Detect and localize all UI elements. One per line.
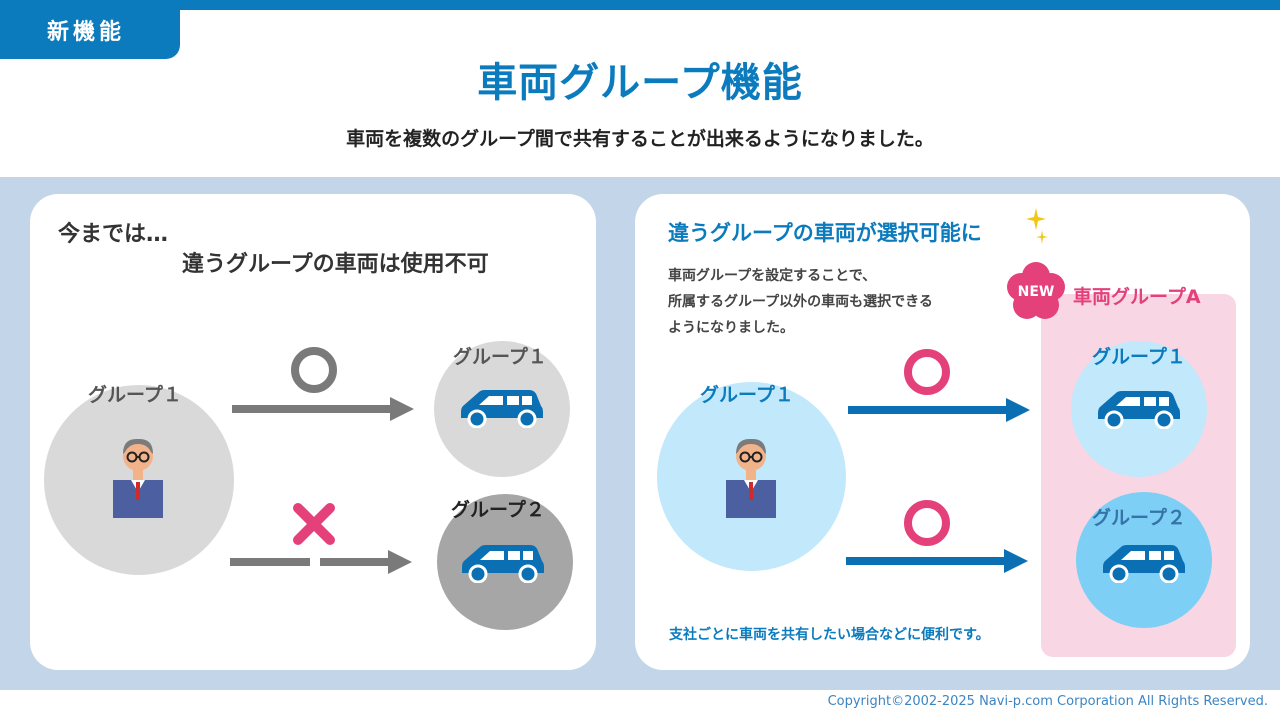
page-subtitle: 車両を複数のグループ間で共有することが出来るようになりました。 [346,128,934,150]
after-description: 車両グループを設定することで、 所属するグループ以外の車両も選択できる ようにな… [668,263,933,341]
after-description-line-1: 車両グループを設定することで、 [668,268,877,284]
target-group-1-label: グループ１ [453,346,547,368]
car-icon [1098,391,1180,429]
sparkle-icon [1026,208,1048,244]
arrow-available [846,549,1028,573]
cross-mark-icon [293,503,335,545]
before-subheading: 違うグループの車両は使用不可 [182,252,489,277]
new-feature-badge: 新機能 [0,0,180,59]
copyright: Copyright©2002-2025 Navi-p.com Corporati… [827,694,1268,709]
circle-mark-icon [904,349,950,395]
page-title: 車両グループ機能 [477,60,803,106]
circle-mark-icon [904,500,950,546]
person-icon [726,438,776,518]
before-heading: 今までは… [58,222,169,247]
target-group-1-label: グループ１ [1092,346,1186,368]
after-heading: 違うグループの車両が選択可能に [668,221,982,245]
arrow-available [232,397,414,421]
top-accent-bar [0,0,1280,10]
target-group-2-label: グループ２ [451,499,545,521]
arrow-available [848,398,1030,422]
source-group-label: グループ１ [88,384,182,406]
arrow-blocked [230,550,412,574]
usage-note: 支社ごとに車両を共有したい場合などに便利です。 [669,627,990,643]
after-description-line-3: ようになりました。 [668,320,794,336]
car-icon [461,390,543,428]
after-description-line-2: 所属するグループ以外の車両も選択できる [668,294,933,310]
vehicle-group-a-label: 車両グループA [1073,286,1201,308]
target-group-2-label: グループ２ [1092,507,1186,529]
car-icon [462,545,544,583]
new-flower-icon [1007,262,1065,319]
person-icon [113,438,163,518]
new-feature-badge-label: 新機能 [46,19,125,45]
source-group-label: グループ１ [700,384,794,406]
car-icon [1103,545,1185,583]
new-badge-label: NEW [1017,284,1055,300]
circle-mark-icon [291,347,337,393]
